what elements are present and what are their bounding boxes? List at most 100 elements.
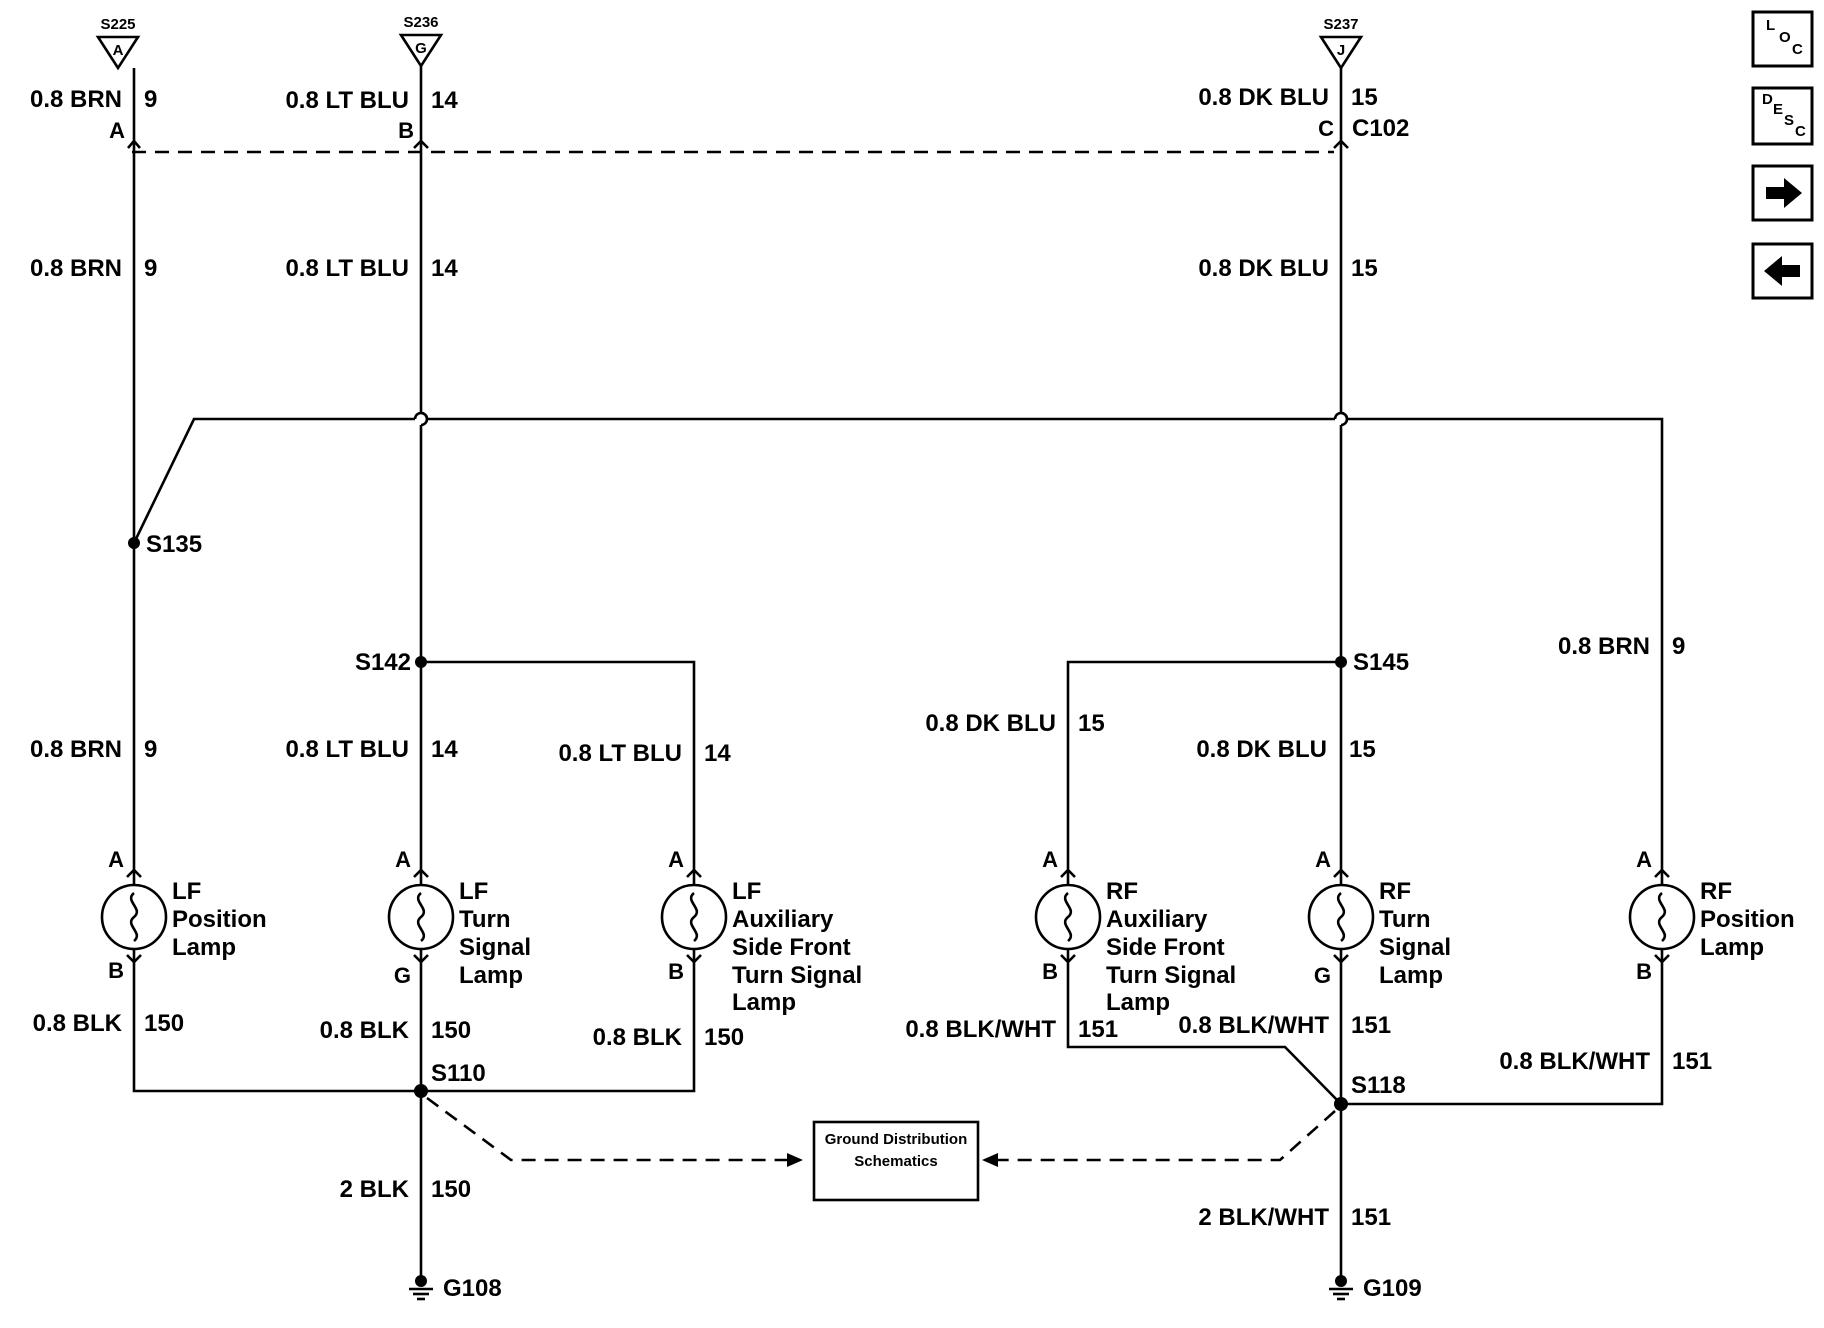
lamp-rf-turn-signal: A G RF Turn Signal Lamp xyxy=(1307,847,1451,989)
wire-dkblu-branch xyxy=(1066,660,1341,875)
connector-pin-a: A xyxy=(109,118,125,143)
svg-text:14: 14 xyxy=(704,740,731,767)
svg-text:G: G xyxy=(1314,963,1331,988)
svg-text:2 BLK/WHT: 2 BLK/WHT xyxy=(1198,1204,1329,1231)
svg-text:C: C xyxy=(1792,41,1803,58)
lamp-rf-auxiliary: A B RF Auxiliary Side Front Turn Signal … xyxy=(1034,847,1236,1016)
svg-text:Signal: Signal xyxy=(1379,934,1451,961)
svg-text:150: 150 xyxy=(144,1010,184,1037)
connector-c102: A B C C102 xyxy=(109,115,1409,154)
svg-text:LF: LF xyxy=(459,878,488,905)
lamp-rf-position: A B RF Position Lamp xyxy=(1628,847,1795,984)
lamp-lf-position: A B LF Position Lamp xyxy=(100,847,267,983)
ground-g108-label: G108 xyxy=(443,1275,502,1302)
svg-text:0.8 DK BLU: 0.8 DK BLU xyxy=(925,710,1056,737)
svg-text:RF: RF xyxy=(1106,878,1138,905)
splice-s110-dot xyxy=(414,1084,428,1098)
svg-text:D: D xyxy=(1762,91,1773,108)
splice-s145-label: S145 xyxy=(1353,649,1409,676)
connector-pin-b: B xyxy=(398,118,414,143)
connector-pin-c: C xyxy=(1318,116,1334,141)
wire-blkwht-rf-aux xyxy=(1066,962,1342,1105)
splice-label: S225 xyxy=(100,16,135,33)
svg-text:2 BLK: 2 BLK xyxy=(340,1176,410,1203)
svg-text:0.8 DK BLU: 0.8 DK BLU xyxy=(1198,84,1329,111)
svg-text:A: A xyxy=(108,847,124,872)
svg-text:Ground Distribution: Ground Distribution xyxy=(825,1131,967,1148)
svg-text:G: G xyxy=(394,963,411,988)
svg-text:15: 15 xyxy=(1351,84,1378,111)
svg-text:Auxiliary: Auxiliary xyxy=(1106,906,1208,933)
wire-labels-top: 0.8 BRN 9 0.8 LT BLU 14 0.8 DK BLU 15 0.… xyxy=(30,84,1378,282)
svg-text:150: 150 xyxy=(431,1017,471,1044)
svg-text:B: B xyxy=(668,959,684,984)
svg-text:Turn Signal: Turn Signal xyxy=(1106,962,1236,989)
svg-text:Side Front: Side Front xyxy=(1106,934,1225,961)
svg-text:Position: Position xyxy=(1700,906,1795,933)
arrow-left-icon xyxy=(1764,256,1800,286)
svg-text:151: 151 xyxy=(1672,1048,1712,1075)
splice-s225-marker: S225 A xyxy=(95,16,141,71)
svg-text:14: 14 xyxy=(431,255,458,282)
previous-page-button[interactable] xyxy=(1751,242,1814,300)
svg-text:A: A xyxy=(1042,847,1058,872)
svg-text:A: A xyxy=(1636,847,1652,872)
svg-text:0.8 DK BLU: 0.8 DK BLU xyxy=(1196,736,1327,763)
svg-text:0.8 BRN: 0.8 BRN xyxy=(1558,633,1650,660)
next-page-button[interactable] xyxy=(1751,164,1814,222)
svg-text:Lamp: Lamp xyxy=(1379,962,1443,989)
svg-text:0.8 LT BLU: 0.8 LT BLU xyxy=(285,736,409,763)
splice-s142-label: S142 xyxy=(355,649,411,676)
svg-text:Turn: Turn xyxy=(1379,906,1431,933)
splice-s237-marker: S237 J xyxy=(1318,16,1364,71)
svg-text:14: 14 xyxy=(431,87,458,114)
splice-s110-label: S110 xyxy=(431,1060,486,1087)
svg-text:9: 9 xyxy=(1672,633,1685,660)
svg-text:Turn Signal: Turn Signal xyxy=(732,962,862,989)
ground-g109-label: G109 xyxy=(1363,1275,1422,1302)
splice-s118-dot xyxy=(1334,1097,1348,1111)
svg-text:150: 150 xyxy=(704,1024,744,1051)
svg-text:15: 15 xyxy=(1351,255,1378,282)
lamp-lf-auxiliary: A B LF Auxiliary Side Front Turn Signal … xyxy=(660,847,862,1016)
svg-text:0.8 BRN: 0.8 BRN xyxy=(30,255,122,282)
svg-text:Auxiliary: Auxiliary xyxy=(732,906,834,933)
svg-text:14: 14 xyxy=(431,736,458,763)
svg-text:Lamp: Lamp xyxy=(1700,934,1764,961)
ground-ref-right xyxy=(998,1110,1336,1162)
splice-s135-dot xyxy=(128,537,140,549)
wire-labels-bottom: 0.8 BLK 150 0.8 BLK 150 0.8 BLK 150 0.8 … xyxy=(33,1010,1712,1231)
ground-distribution-box[interactable]: Ground Distribution Schematics xyxy=(812,1120,980,1202)
ground-ref-left xyxy=(426,1096,787,1162)
splice-s135-label: S135 xyxy=(146,531,202,558)
svg-text:9: 9 xyxy=(144,736,157,763)
svg-text:Turn: Turn xyxy=(459,906,511,933)
svg-text:RF: RF xyxy=(1700,878,1732,905)
svg-text:L: L xyxy=(1766,17,1775,34)
description-button[interactable]: D E S C xyxy=(1751,86,1814,146)
svg-text:C: C xyxy=(1795,123,1806,140)
wire-brn-crossover xyxy=(132,417,415,544)
svg-text:0.8 BLK: 0.8 BLK xyxy=(320,1017,410,1044)
svg-text:0.8 BLK: 0.8 BLK xyxy=(33,1010,123,1037)
svg-text:0.8 DK BLU: 0.8 DK BLU xyxy=(1198,255,1329,282)
svg-text:B: B xyxy=(108,958,124,983)
wire-ltblu-branch xyxy=(421,660,696,875)
splice-label: S236 xyxy=(403,14,438,31)
svg-text:9: 9 xyxy=(144,255,157,282)
svg-text:LF: LF xyxy=(732,878,761,905)
svg-text:Position: Position xyxy=(172,906,267,933)
svg-text:Lamp: Lamp xyxy=(459,962,523,989)
connector-name: C102 xyxy=(1352,115,1409,142)
svg-text:0.8 BRN: 0.8 BRN xyxy=(30,86,122,113)
svg-text:O: O xyxy=(1779,29,1791,46)
svg-text:E: E xyxy=(1773,101,1783,118)
svg-text:15: 15 xyxy=(1078,710,1105,737)
location-button[interactable]: L O C xyxy=(1751,10,1814,68)
svg-text:A: A xyxy=(1315,847,1331,872)
svg-text:0.8 BRN: 0.8 BRN xyxy=(30,736,122,763)
svg-text:151: 151 xyxy=(1078,1016,1118,1043)
svg-text:9: 9 xyxy=(144,86,157,113)
splice-label: S237 xyxy=(1323,16,1358,33)
splice-pin: G xyxy=(415,40,427,57)
